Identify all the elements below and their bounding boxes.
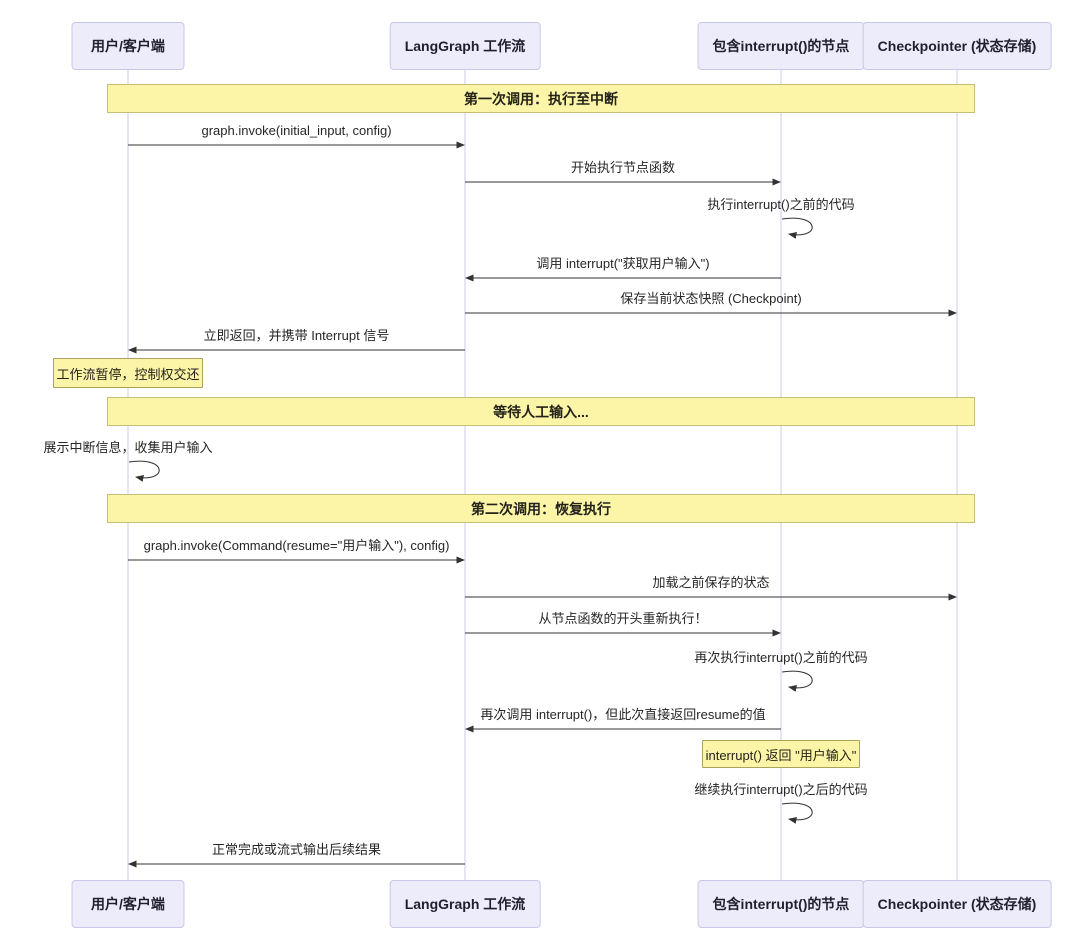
note-node: interrupt() 返回 "用户输入" [702, 740, 860, 768]
participant-bottom-user: 用户/客户端 [71, 880, 185, 928]
self-message-label: 再次执行interrupt()之前的代码 [694, 650, 868, 665]
participant-bottom-checkpointer: Checkpointer (状态存储) [862, 880, 1052, 928]
message-label: graph.invoke(initial_input, config) [201, 123, 392, 138]
message-label: 保存当前状态快照 (Checkpoint) [620, 291, 802, 306]
message-label: 开始执行节点函数 [570, 160, 676, 175]
note-user: 工作流暂停，控制权交还 [53, 358, 203, 388]
participant-bottom-node: 包含interrupt()的节点 [697, 880, 865, 928]
self-loop-arrow [781, 670, 813, 692]
self-loop-arrow [781, 802, 813, 824]
message-label: graph.invoke(Command(resume="用户输入"), con… [143, 538, 450, 553]
section-banner: 第二次调用：恢复执行 [107, 494, 975, 523]
self-message-label: 展示中断信息，收集用户输入 [43, 440, 213, 455]
participant-top-node: 包含interrupt()的节点 [697, 22, 865, 70]
participant-top-checkpointer: Checkpointer (状态存储) [862, 22, 1052, 70]
message-label: 再次调用 interrupt()，但此次直接返回resume的值 [480, 707, 766, 722]
message-label: 调用 interrupt("获取用户输入") [536, 256, 710, 271]
self-loop-arrow [128, 460, 160, 482]
message-label: 从节点函数的开头重新执行！ [538, 611, 708, 626]
message-label: 正常完成或流式输出后续结果 [211, 842, 382, 857]
participant-top-user: 用户/客户端 [71, 22, 185, 70]
message-label: 加载之前保存的状态 [652, 575, 770, 590]
self-loop-arrow [781, 217, 813, 239]
self-message-label: 执行interrupt()之前的代码 [707, 197, 855, 212]
section-banner: 第一次调用：执行至中断 [107, 84, 975, 113]
participant-bottom-graph: LangGraph 工作流 [389, 880, 541, 928]
section-banner: 等待人工输入... [107, 397, 975, 426]
participant-top-graph: LangGraph 工作流 [389, 22, 541, 70]
message-label: 立即返回，并携带 Interrupt 信号 [203, 328, 390, 343]
self-message-label: 继续执行interrupt()之后的代码 [694, 782, 868, 797]
